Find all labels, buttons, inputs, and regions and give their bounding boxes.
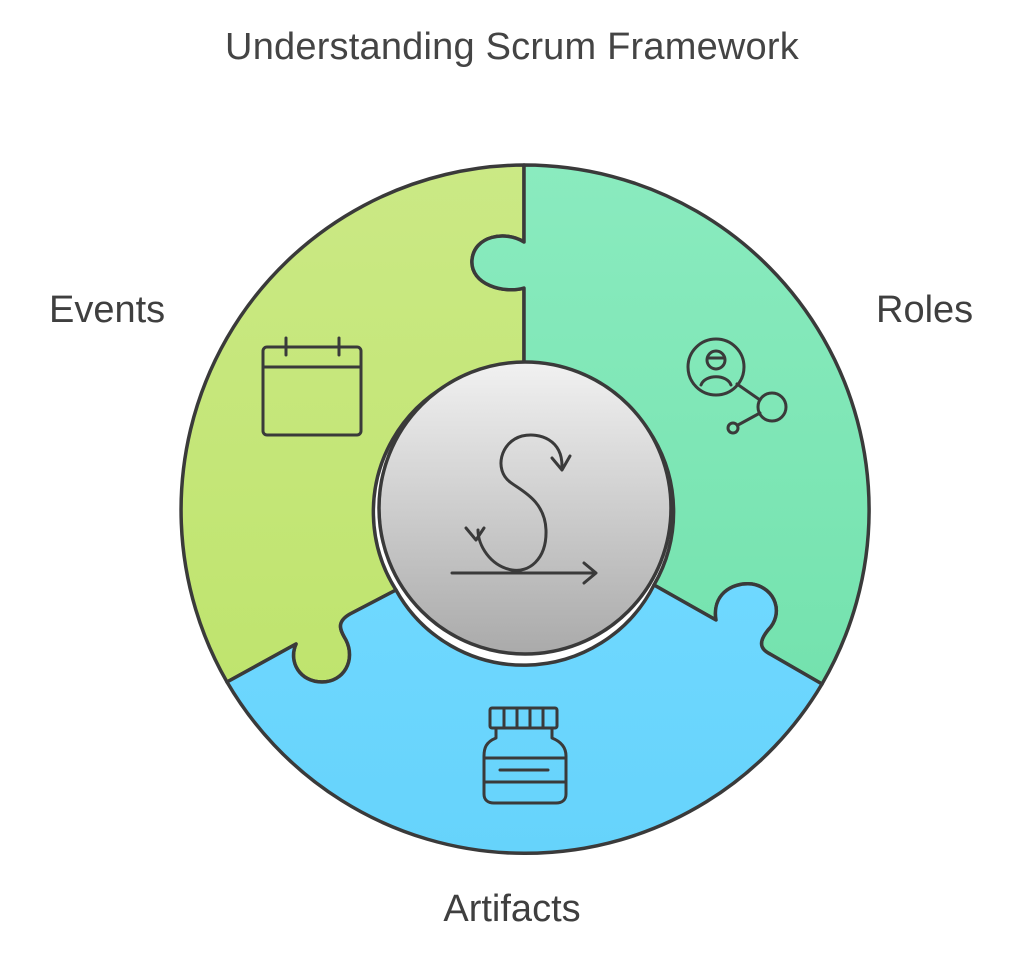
calendar-icon [261, 336, 363, 437]
jar-icon [482, 706, 568, 805]
artifacts-label: Artifacts [443, 888, 581, 930]
diagram-title: Understanding Scrum Framework [225, 26, 799, 68]
scrum-cycle-arrow-icon [450, 433, 598, 585]
roles-label: Roles [876, 289, 974, 331]
center-hub [377, 360, 673, 656]
artifacts-segment [225, 582, 824, 855]
person-network-icon [686, 337, 788, 435]
events-label: Events [49, 289, 166, 331]
